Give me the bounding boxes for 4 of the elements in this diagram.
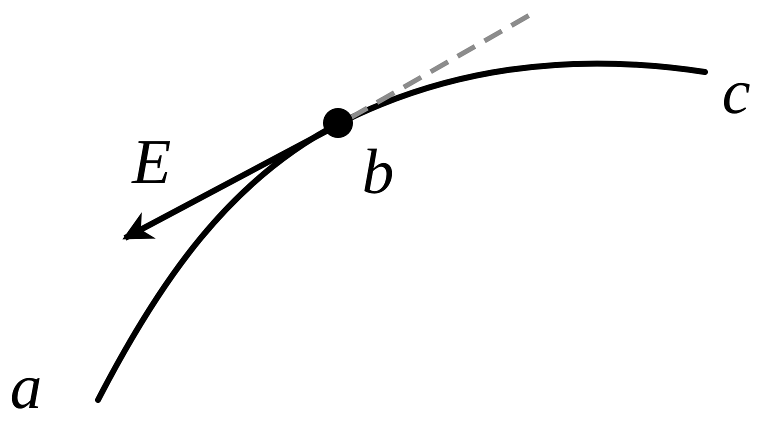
variable-label: E <box>132 130 172 194</box>
variable-label: a <box>10 355 42 419</box>
variable-label: c <box>722 60 750 124</box>
variable-label: b <box>362 140 394 204</box>
